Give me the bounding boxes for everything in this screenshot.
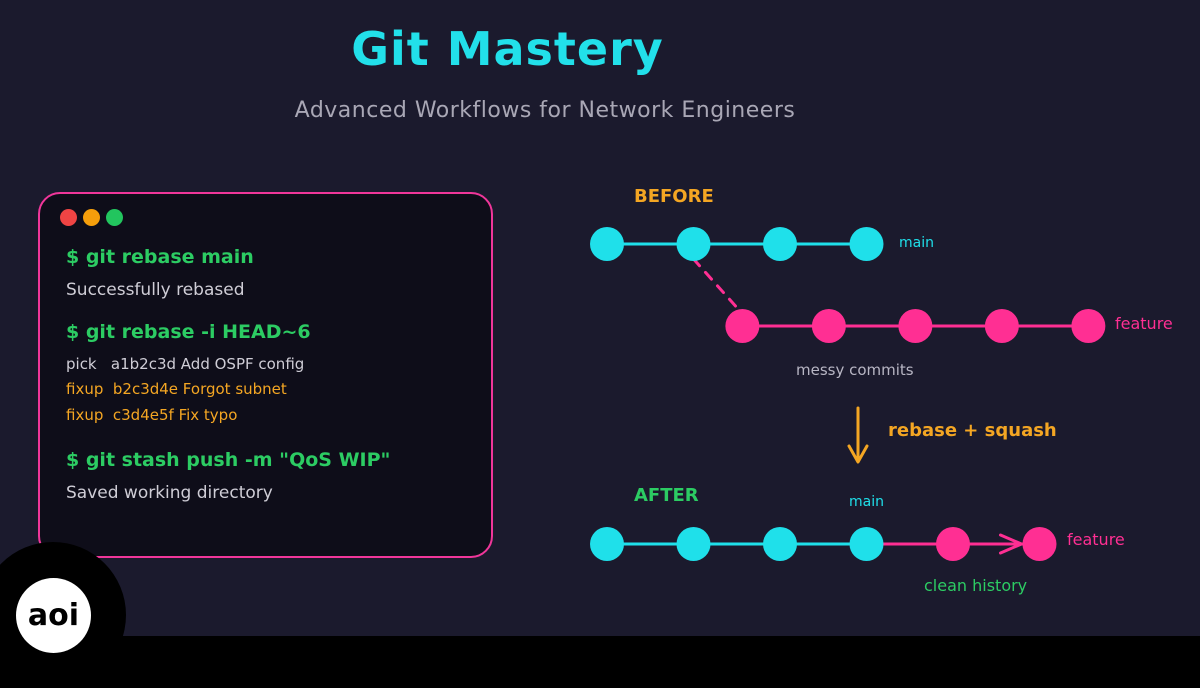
before-label: BEFORE bbox=[634, 186, 714, 207]
down-arrow-icon bbox=[847, 444, 869, 464]
feature-arrow-icon bbox=[999, 533, 1023, 555]
feature-commit-node bbox=[1071, 309, 1106, 343]
main-commit-node bbox=[849, 227, 884, 261]
window-controls bbox=[60, 209, 123, 226]
messy-commits-label: messy commits bbox=[796, 361, 914, 379]
brand-logo: aoi bbox=[0, 542, 126, 688]
maximize-dot-icon bbox=[106, 209, 123, 226]
after-main-commit-node bbox=[590, 527, 624, 561]
main-branch-label: main bbox=[849, 494, 884, 510]
main-commit-node bbox=[590, 227, 624, 261]
after-feature-commit-node bbox=[1022, 527, 1057, 561]
terminal-window: $ git rebase main Successfully rebased $… bbox=[38, 192, 493, 558]
after-main-commit-node bbox=[763, 527, 797, 561]
feature-commit-node bbox=[984, 309, 1019, 343]
after-main-commit-node bbox=[676, 527, 711, 561]
slide-canvas: Git Mastery Advanced Workflows for Netwo… bbox=[0, 0, 1200, 636]
after-label: AFTER bbox=[634, 485, 699, 506]
terminal-output-fixup: fixup c3d4e5f Fix typo bbox=[66, 406, 238, 424]
terminal-command: $ git rebase -i HEAD~6 bbox=[66, 321, 311, 343]
page-title: Git Mastery bbox=[351, 22, 664, 76]
main-branch-label: main bbox=[899, 235, 934, 251]
feature-branch-label: feature bbox=[1115, 314, 1173, 333]
main-commit-node bbox=[763, 227, 797, 261]
terminal-output: Successfully rebased bbox=[66, 280, 245, 300]
terminal-command: $ git rebase main bbox=[66, 246, 254, 268]
feature-commit-node bbox=[811, 309, 846, 343]
after-feature-commit-node bbox=[936, 527, 970, 561]
feature-commit-node bbox=[898, 309, 933, 343]
transition-label: rebase + squash bbox=[888, 420, 1057, 441]
clean-history-label: clean history bbox=[924, 576, 1028, 595]
page-subtitle: Advanced Workflows for Network Engineers bbox=[294, 98, 796, 123]
feature-commit-node bbox=[725, 309, 760, 343]
after-main-commit-node bbox=[849, 527, 884, 561]
feature-branch-label: feature bbox=[1067, 530, 1125, 549]
terminal-output: Saved working directory bbox=[66, 483, 273, 503]
branch-point-dashed-line bbox=[692, 257, 738, 309]
main-commit-node bbox=[676, 227, 711, 261]
terminal-output-fixup: fixup b2c3d4e Forgot subnet bbox=[66, 380, 287, 398]
terminal-command: $ git stash push -m "QoS WIP" bbox=[66, 449, 391, 471]
close-dot-icon bbox=[60, 209, 77, 226]
logo-text: aoi bbox=[16, 578, 91, 653]
terminal-output: pick a1b2c3d Add OSPF config bbox=[66, 355, 305, 373]
minimize-dot-icon bbox=[83, 209, 100, 226]
git-history-diagram bbox=[590, 227, 1106, 561]
